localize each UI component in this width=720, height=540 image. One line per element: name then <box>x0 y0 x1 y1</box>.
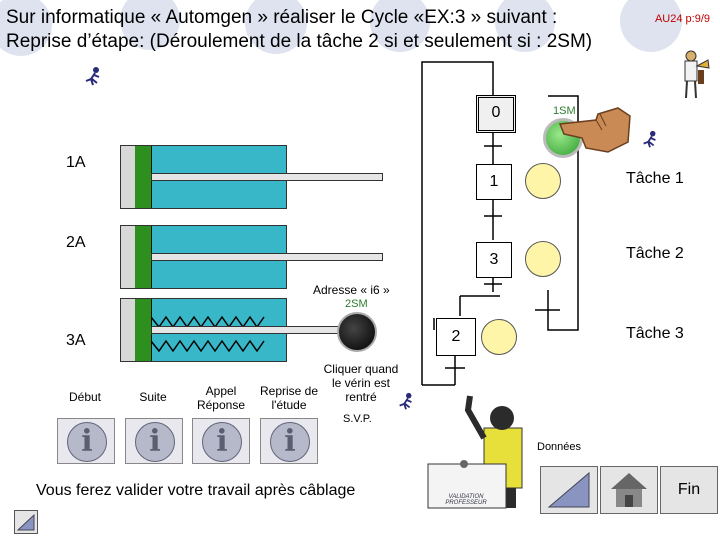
home-icon <box>611 473 647 507</box>
page-title: Sur informatique « Automgen » réaliser l… <box>6 6 592 54</box>
previous-slide-button[interactable] <box>14 510 38 534</box>
reprise-etude-button[interactable]: i <box>260 418 318 464</box>
donnees-button[interactable] <box>540 466 598 514</box>
step-1-label: 1 <box>489 173 499 190</box>
running-man-icon[interactable] <box>396 392 416 412</box>
task-3-label: Tâche 3 <box>626 325 684 342</box>
appel-reponse-label: Appel Réponse <box>196 384 246 412</box>
click-instruction-line: le vérin est <box>331 376 391 390</box>
grafcet-step-2: 2 <box>436 318 476 356</box>
footer-instruction: Vous ferez valider votre travail après c… <box>36 482 356 499</box>
step-0-label: 0 <box>491 104 501 121</box>
cylinder-3a-label: 3A <box>66 332 86 349</box>
info-i-icon: i <box>135 422 175 462</box>
appel-reponse-button[interactable]: i <box>192 418 250 464</box>
grafcet-step-1: 1 <box>476 164 512 200</box>
cylinder-rod <box>151 173 383 181</box>
decor-circle <box>495 0 555 52</box>
fin-button[interactable]: Fin <box>660 466 718 514</box>
teacher-icon <box>427 395 523 509</box>
click-instruction-line: rentré <box>345 390 377 404</box>
grafcet-step-3: 3 <box>476 242 512 278</box>
debut-button[interactable]: i <box>57 418 115 464</box>
task-2-label: Tâche 2 <box>626 245 684 262</box>
task-2-lamp <box>525 241 561 277</box>
suite-button[interactable]: i <box>125 418 183 464</box>
decor-circle <box>120 0 180 50</box>
prev-triangle-icon <box>16 513 35 531</box>
decor-circle <box>370 0 430 52</box>
info-i-icon: i <box>270 422 310 462</box>
decor-circle <box>245 0 307 54</box>
prev-triangle-icon <box>547 471 590 508</box>
address-label: Adresse « i6 » <box>313 283 390 297</box>
sensor-2sm-label: 2SM <box>345 298 368 310</box>
pushbutton-hand-icon <box>558 107 631 153</box>
running-man-icon[interactable] <box>82 66 104 88</box>
task-1-label: Tâche 1 <box>626 170 684 187</box>
svp-label: S.V.P. <box>343 413 372 425</box>
cylinder-1a-label: 1A <box>66 154 86 171</box>
home-button[interactable] <box>600 466 658 514</box>
task-3-lamp <box>481 319 517 355</box>
sensor-1sm-label: 1SM <box>553 105 576 117</box>
decor-circle <box>620 0 682 52</box>
cylinder-3a <box>120 298 346 362</box>
info-i-icon: i <box>67 422 107 462</box>
step-2-label: 2 <box>451 328 461 345</box>
grafcet-step-0: 0 <box>476 95 516 133</box>
reprise-etude-label: Reprise de l'étude <box>259 384 319 412</box>
cylinder-1a <box>120 145 383 209</box>
info-i-icon: i <box>202 422 242 462</box>
spring-icon <box>151 315 265 353</box>
sensor-2sm-button[interactable] <box>337 312 377 352</box>
donnees-label: Données <box>537 441 582 453</box>
page-number: AU24 p:9/9 <box>654 13 710 25</box>
cylinder-2a <box>120 225 383 289</box>
click-instruction: Cliquer quand le vérin est rentré <box>318 362 404 404</box>
title-line-1: Sur informatique « Automgen » réaliser l… <box>6 7 558 28</box>
validation-board: VALIDATION PROFESSEUR <box>445 494 487 506</box>
debut-label: Début <box>68 390 102 404</box>
step-3-label: 3 <box>489 251 499 268</box>
musician-icon <box>684 50 710 99</box>
running-man-icon[interactable] <box>640 130 660 150</box>
cylinder-2a-label: 2A <box>66 234 86 251</box>
task-1-lamp <box>525 163 561 199</box>
fin-label: Fin <box>677 481 701 498</box>
title-line-2: Reprise d’étape: (Déroulement de la tâch… <box>6 31 593 52</box>
suite-label: Suite <box>139 390 167 404</box>
click-instruction-line: Cliquer quand <box>323 362 399 376</box>
cylinder-rod <box>151 253 383 261</box>
